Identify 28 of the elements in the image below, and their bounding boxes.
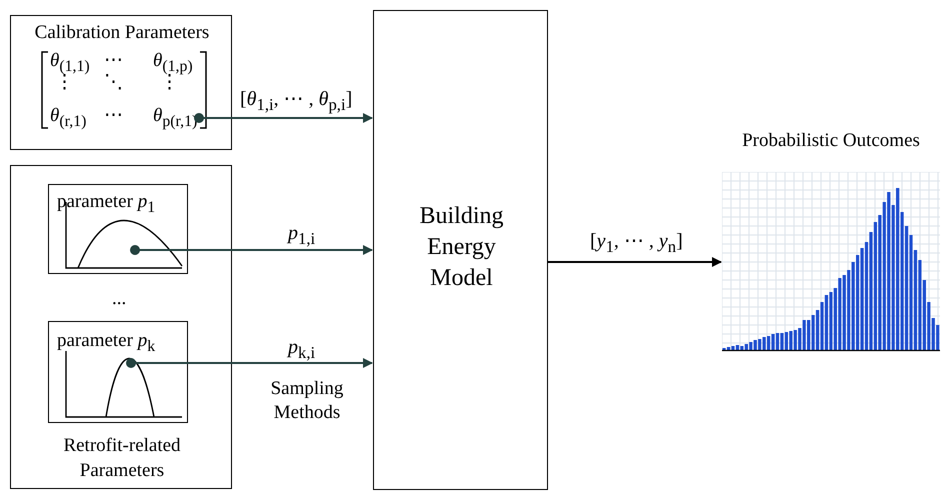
edge-label: p$_{k,i}$ (288, 336, 316, 363)
parameter-panel (10, 165, 232, 489)
matrix-entry: ⋯ (104, 49, 123, 72)
parameter-label: parameter p$_{k}$ (57, 330, 156, 356)
parameter-card (48, 184, 188, 274)
histogram-title: Probabilistic Outcomes (741, 130, 921, 152)
arrow (548, 257, 722, 267)
parameter-card (48, 321, 188, 423)
matrix-entry: ⋯ (104, 104, 123, 127)
panel-title: Calibration Parameters (34, 22, 210, 44)
arrow (126, 358, 373, 368)
matrix-entry: θ$_{(r,1)}$ (50, 105, 86, 131)
matrix-entry: θ$_{(1,p)}$ (153, 50, 193, 75)
model-label: Building Energy Model (418, 202, 504, 294)
histogram (722, 130, 940, 352)
edge-label: [y$_{1}$, ⋯ , y$_{n}$] (590, 229, 683, 257)
ellipsis-label: ... (112, 288, 126, 310)
matrix-entry: θ$_{(1,1)}$ (50, 50, 90, 75)
arrow (130, 245, 373, 255)
parameter-panel (10, 15, 232, 150)
edge-label: p$_{1,i}$ (288, 222, 316, 249)
panel-title: Retrofit-related Parameters (62, 434, 182, 483)
model-box (373, 10, 548, 490)
matrix-entry: ⋱ (104, 71, 123, 94)
parameter-label: parameter p$_{1}$ (57, 191, 156, 217)
caption-text: Sampling Methods (270, 377, 344, 424)
arrow (194, 113, 373, 123)
edge-label: [θ$_{1,i}$, ⋯ , θ$_{p,i}$] (240, 87, 352, 115)
